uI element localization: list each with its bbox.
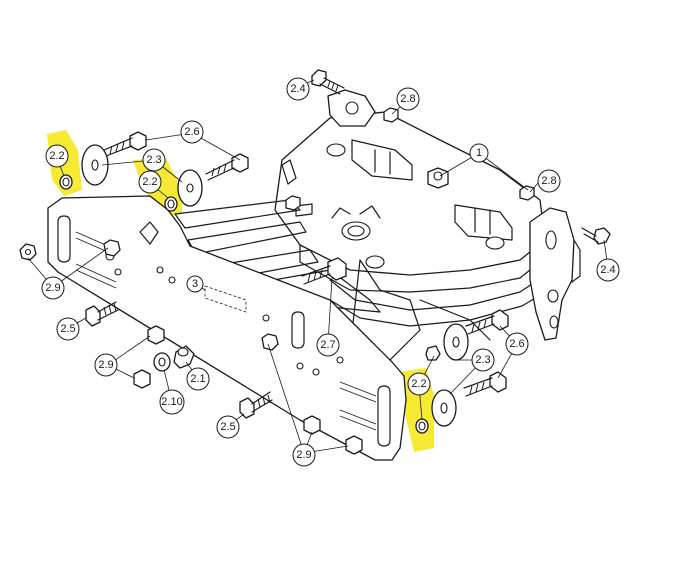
callout-2-6-top: 2.6 (180, 120, 204, 144)
callout-2-3-right: 2.3 (471, 348, 495, 372)
bolt-2-4-right (581, 227, 611, 245)
bolt-2-4-top (311, 69, 345, 95)
svg-text:2.1: 2.1 (190, 373, 205, 385)
callouts: 1 2.4 2.8 2.8 2.4 2.6 2.3 2.2 2.2 2.9 3 … (41, 77, 620, 467)
svg-text:2.4: 2.4 (600, 264, 615, 276)
callout-2-10: 2.10 (159, 389, 185, 415)
svg-text:2.5: 2.5 (60, 323, 75, 335)
svg-text:3: 3 (192, 278, 198, 290)
svg-text:2.2: 2.2 (49, 150, 64, 162)
bolt-2-6-d (463, 371, 507, 397)
callout-2-4-right: 2.4 (596, 258, 620, 282)
svg-text:2.9: 2.9 (98, 359, 113, 371)
svg-text:2.8: 2.8 (541, 175, 556, 187)
bolt-2-6-b (205, 153, 249, 181)
callout-2-9-mid: 2.9 (94, 353, 118, 377)
nuts (19, 107, 535, 455)
svg-text:2.8: 2.8 (400, 93, 415, 105)
nut-2-9-c (303, 415, 321, 435)
callout-2-8-top: 2.8 (396, 87, 420, 111)
callout-2-9-bottom: 2.9 (292, 443, 316, 467)
bolt-top-center (285, 195, 301, 211)
bolts (85, 69, 611, 419)
nut-2-9-d (345, 435, 363, 455)
bolt-2-5-bottom (239, 391, 273, 419)
nut-2-8-right (519, 185, 535, 201)
callout-2-3-left: 2.3 (142, 148, 166, 172)
bolt-2-6-c (465, 309, 509, 335)
callout-2-9-left: 2.9 (41, 276, 65, 300)
svg-text:2.7: 2.7 (320, 339, 335, 351)
callout-2-2-right: 2.2 (407, 372, 431, 396)
callout-3: 3 (186, 275, 204, 293)
svg-text:2.2: 2.2 (411, 378, 426, 390)
callout-2-5-left: 2.5 (56, 317, 80, 341)
svg-text:2.10: 2.10 (161, 396, 182, 408)
nut-2-9-b (133, 369, 151, 389)
callout-2-4-top: 2.4 (286, 77, 310, 101)
callout-2-8-right: 2.8 (537, 169, 561, 193)
nut-2-9-a (147, 325, 165, 345)
callout-2-7: 2.7 (316, 333, 340, 357)
callout-2-2-left: 2.2 (45, 144, 69, 168)
nut-plate-mid (261, 333, 279, 351)
left-side-plate (47, 195, 407, 461)
bolt-2-7 (301, 257, 347, 285)
svg-text:2.4: 2.4 (290, 83, 305, 95)
callout-2-5-bottom: 2.5 (216, 415, 240, 439)
bolt-2-5-left (85, 301, 119, 327)
svg-text:1: 1 (476, 147, 482, 159)
svg-text:2.3: 2.3 (475, 354, 490, 366)
svg-text:2.5: 2.5 (220, 421, 235, 433)
svg-text:2.6: 2.6 (509, 338, 524, 350)
callout-2-2-mid: 2.2 (138, 170, 162, 194)
main-frame (274, 89, 553, 327)
washers (59, 144, 469, 434)
svg-text:2.9: 2.9 (296, 449, 311, 461)
right-hinge-plate (529, 207, 581, 341)
callout-2-1: 2.1 (186, 367, 210, 391)
svg-text:2.6: 2.6 (184, 126, 199, 138)
spacer-small-right (425, 345, 441, 361)
callout-2-6-right: 2.6 (505, 332, 529, 356)
nut-side-plate (103, 239, 121, 257)
svg-text:2.2: 2.2 (142, 176, 157, 188)
svg-text:2.3: 2.3 (146, 154, 161, 166)
bolt-2-6-a (103, 131, 147, 157)
svg-text:2.9: 2.9 (45, 282, 60, 294)
callout-1: 1 (469, 143, 489, 163)
